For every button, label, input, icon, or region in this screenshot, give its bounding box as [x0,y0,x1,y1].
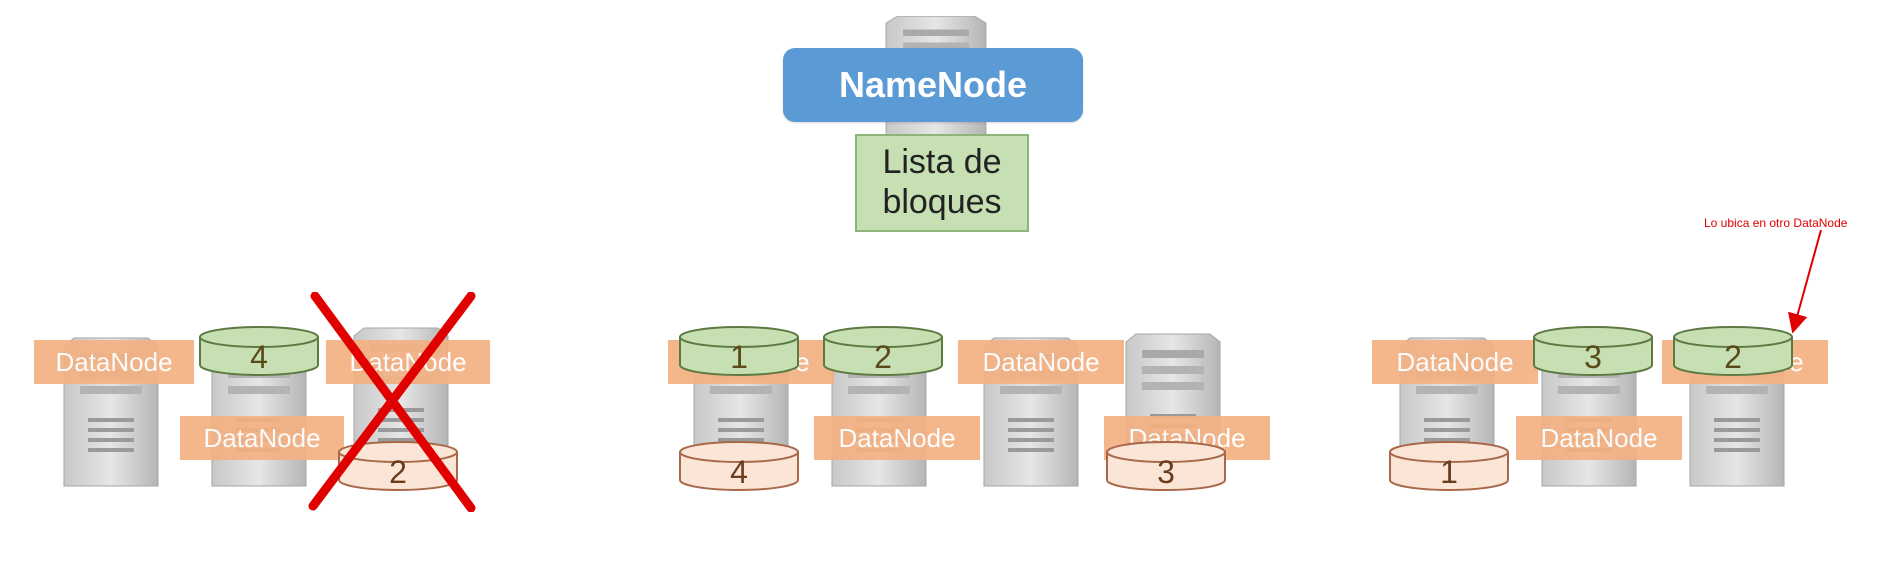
block-disk: 2 [337,440,459,492]
datanode-label: DataNode [958,340,1124,384]
block-list-line2: bloques [882,183,1002,221]
block-disk: 1 [1388,440,1510,492]
datanode-label: DataNode [814,416,980,460]
block-number: 3 [1584,339,1602,375]
namenode-title: NameNode [838,64,1028,105]
block-disk: 2 [1672,325,1794,377]
block-disk: 4 [678,440,800,492]
block-list-box: Lista de bloques [855,134,1029,232]
block-number: 4 [730,454,748,490]
block-number: 2 [389,454,407,490]
block-list-line1: Lista de [882,143,1002,181]
failure-cross-icon [307,292,479,512]
block-disk: 3 [1105,440,1227,492]
block-disk: 4 [198,325,320,377]
datanode-label: DataNode [1372,340,1538,384]
block-number: 2 [1724,339,1742,375]
datanode-label: DataNode [34,340,194,384]
datanode-label: DataNode [1516,416,1682,460]
annotation-text: Lo ubica en otro DataNode [1704,216,1848,230]
block-number: 1 [730,339,748,375]
block-number: 1 [1440,454,1458,490]
block-disk: 1 [678,325,800,377]
block-number: 3 [1157,454,1175,490]
datanode-label: DataNode [180,416,344,460]
block-disk: 2 [822,325,944,377]
namenode-box: NameNode [783,48,1083,122]
block-number: 2 [874,339,892,375]
block-disk: 3 [1532,325,1654,377]
block-number: 4 [250,339,268,375]
annotation-arrow-icon [1785,228,1825,336]
